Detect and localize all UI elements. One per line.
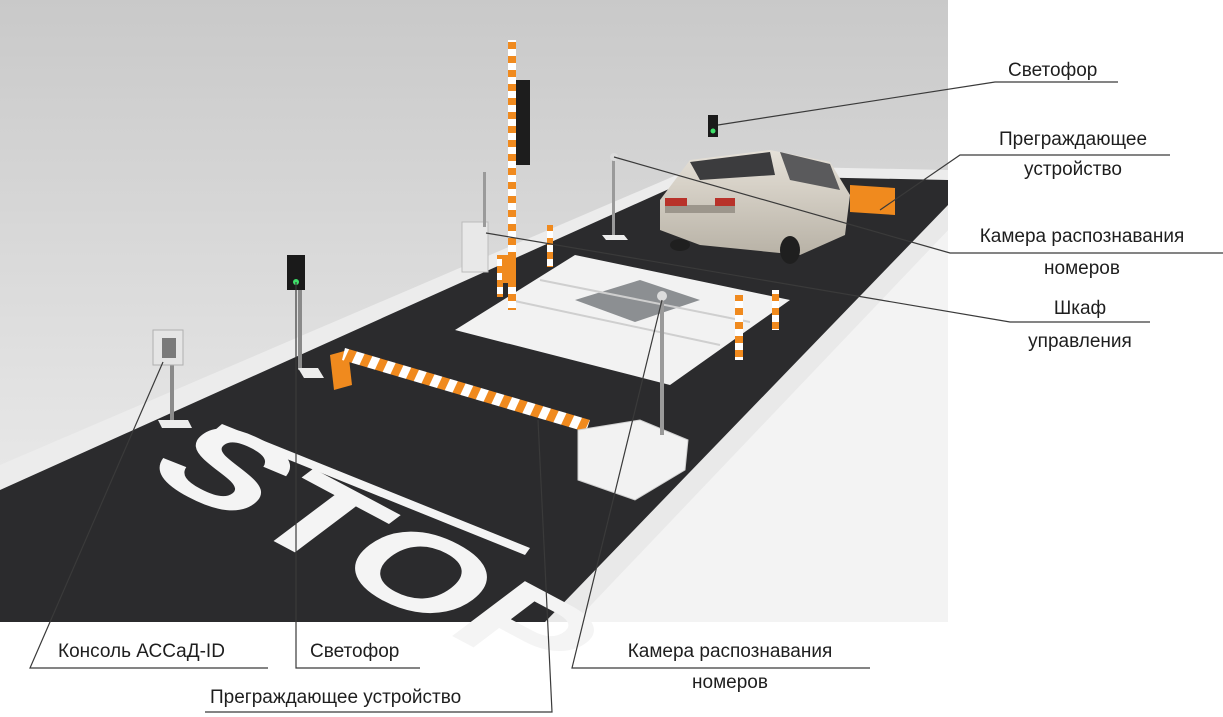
right-ground [575, 230, 948, 622]
traffic-light-far [708, 115, 718, 137]
label-traffic-light-top: Светофор [1008, 60, 1098, 81]
bollard [547, 225, 553, 267]
platform-center-grate [575, 280, 700, 322]
camera-pole-far [612, 160, 615, 235]
camera-base-far [602, 235, 628, 240]
console-post [170, 335, 174, 420]
label-barrier-top-line2: устройство [1024, 159, 1122, 180]
label-traffic-light-bottom: Светофор [310, 641, 400, 662]
weigh-platform [455, 255, 790, 385]
display-board [516, 80, 530, 165]
traffic-light-post [298, 285, 302, 370]
label-cabinet-line2: управления [1028, 331, 1132, 352]
control-cabinet [461, 221, 489, 273]
label-camera-bottom-line1: Камера распознавания [627, 641, 833, 662]
barrier-support-block [577, 419, 689, 501]
cabinet-mast [483, 172, 486, 227]
car [660, 150, 850, 264]
traffic-light-near [287, 255, 305, 290]
striped-pole [508, 40, 516, 310]
label-console: Консоль АССаД-ID [58, 641, 225, 662]
leader-lines [29, 81, 1223, 713]
console-base [158, 420, 192, 428]
far-barrier-block [850, 185, 895, 215]
traffic-light-base [298, 368, 324, 378]
bollard [772, 290, 779, 330]
far-barrier-housing [502, 255, 516, 283]
label-camera-top-line1: Камера распознавания [979, 226, 1185, 247]
label-camera-top-line2: номеров [1044, 258, 1120, 279]
label-barrier-top-line1: Преграждающее [998, 129, 1148, 150]
barrier-arm [342, 348, 590, 432]
console-screen [162, 338, 176, 358]
label-barrier-bottom: Преграждающее устройство [210, 687, 462, 708]
platform-seam [509, 299, 721, 346]
bollard [497, 255, 503, 297]
label-camera-bottom-line2: номеров [692, 672, 768, 693]
camera-head-near [657, 291, 667, 301]
stop-line [215, 424, 530, 555]
label-cabinet-line1: Шкаф [1053, 298, 1107, 319]
traffic-light-far-green [710, 128, 716, 134]
platform-seam [539, 279, 751, 323]
camera-pole-near [660, 300, 664, 435]
bollard [735, 295, 743, 360]
